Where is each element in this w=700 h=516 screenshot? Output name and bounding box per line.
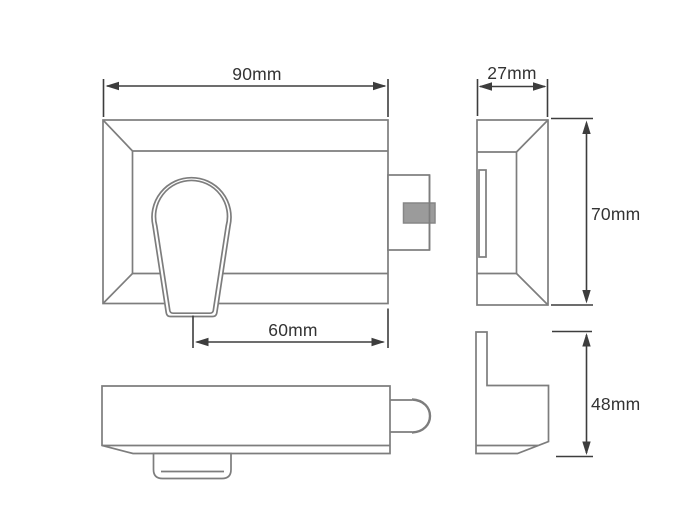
plan-case-outline xyxy=(101,385,391,455)
dim-48mm-label: 48mm xyxy=(591,394,640,414)
dimension-48mm: 48mm xyxy=(552,330,640,458)
front-view xyxy=(102,119,436,318)
dim-60mm-arrow-right xyxy=(371,337,385,347)
dimension-60mm: 60mm xyxy=(192,308,389,348)
dim-27mm-label: 27mm xyxy=(487,63,536,83)
dimension-90mm: 90mm xyxy=(102,64,389,117)
side-bevel-bottom-right xyxy=(515,272,549,306)
dim-48mm-arrow-up xyxy=(582,333,591,347)
side-bevel-top-right xyxy=(515,119,549,153)
dim-70mm-arrow-up xyxy=(582,120,591,134)
side-view xyxy=(476,119,549,306)
front-snib-button xyxy=(402,202,436,224)
plan-knob xyxy=(152,452,232,480)
front-bevel-top-left xyxy=(102,119,134,152)
dimension-70mm: 70mm xyxy=(551,117,640,306)
dim-70mm-label: 70mm xyxy=(591,204,640,224)
dim-90mm-arrow-right xyxy=(373,81,387,91)
dim-70mm-arrow-down xyxy=(582,290,591,304)
dim-27mm-arrow-right xyxy=(533,82,547,91)
dimension-27mm: 27mm xyxy=(476,63,549,117)
keep-outline xyxy=(475,331,550,455)
side-faceplate xyxy=(478,169,487,258)
dim-60mm-arrow-left xyxy=(195,337,209,347)
dim-90mm-arrow-left xyxy=(105,81,119,91)
dim-48mm-arrow-down xyxy=(582,441,591,455)
dim-90mm-label: 90mm xyxy=(232,64,281,84)
front-knob xyxy=(151,176,232,318)
dim-60mm-label: 60mm xyxy=(268,320,317,340)
side-case-outline xyxy=(476,119,549,306)
dim-27mm-arrow-left xyxy=(478,82,492,91)
keep-view xyxy=(475,331,550,455)
front-bevel-bottom-left xyxy=(102,272,134,305)
front-case-outline xyxy=(102,119,389,305)
plan-view xyxy=(101,385,431,480)
front-knob-inner-line xyxy=(154,179,229,315)
plan-latch-bolt-tip xyxy=(411,398,431,434)
